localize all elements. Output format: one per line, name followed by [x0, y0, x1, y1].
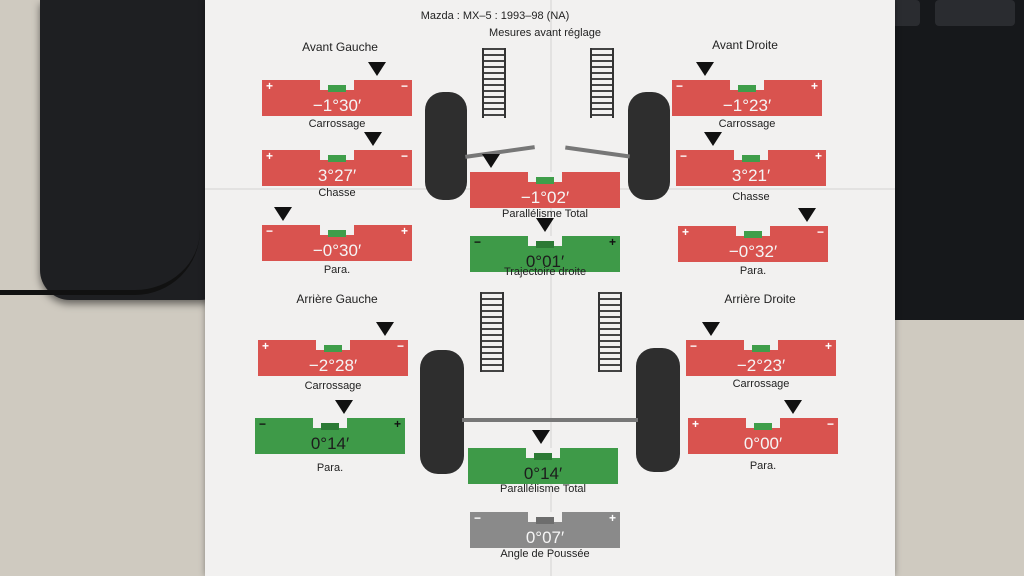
rear-left-toe-gauge: − + 0°14′ [255, 400, 405, 454]
front-left-caster-value: 3°27′ [262, 166, 412, 186]
front-left-toe-value: −0°30′ [262, 241, 412, 261]
coil-spring-icon [598, 292, 622, 372]
thrust-angle-label: Angle de Poussée [500, 548, 590, 560]
pointer-arrow-icon [798, 208, 816, 222]
front-right-camber-value: −1°23′ [672, 96, 822, 116]
rear-total-toe-gauge: 0°14′ [468, 430, 618, 484]
plus-sign: + [266, 79, 274, 93]
rear-right-toe-value: 0°00′ [688, 434, 838, 454]
pointer-arrow-icon [784, 400, 802, 414]
key [935, 0, 1015, 26]
minus-sign: − [474, 511, 482, 525]
cable [0, 230, 200, 295]
pointer-arrow-icon [368, 62, 386, 76]
front-left-toe-gauge: − + −0°30′ [262, 207, 412, 261]
rear-total-toe-value: 0°14′ [468, 464, 618, 484]
wheel-icon [628, 92, 670, 200]
rear-right-camber-label: Carrossage [732, 378, 790, 390]
thrust-angle-value: 0°07′ [470, 528, 620, 548]
pointer-arrow-icon [376, 322, 394, 336]
rear-left-camber-label: Carrossage [304, 380, 362, 392]
pointer-arrow-icon [696, 62, 714, 76]
thrust-angle-gauge: − + 0°07′ [470, 511, 620, 548]
front-right-caster-value: 3°21′ [676, 166, 826, 186]
front-right-caster-gauge: − + 3°21′ [676, 132, 826, 186]
front-right-camber-label: Carrossage [718, 118, 776, 130]
minus-sign: − [680, 149, 688, 163]
pointer-arrow-icon [536, 218, 554, 232]
thrust-line-label: Trajectoire droite [503, 266, 587, 278]
minus-sign: − [474, 235, 482, 249]
pointer-arrow-icon [532, 430, 550, 444]
pointer-arrow-icon [364, 132, 382, 146]
minus-sign: − [816, 225, 824, 239]
pointer-arrow-icon [274, 207, 292, 221]
report-subtitle: Mesures avant réglage [489, 27, 601, 39]
front-right-toe-label: Para. [739, 265, 767, 277]
plus-sign: + [262, 339, 270, 353]
pointer-arrow-icon [335, 400, 353, 414]
minus-sign: − [826, 417, 834, 431]
front-left-caster-label: Chasse [318, 187, 356, 199]
coil-spring-icon [480, 292, 504, 372]
rear-right-camber-gauge: − + −2°23′ [686, 322, 836, 376]
front-left-toe-label: Para. [323, 264, 351, 276]
wheel-icon [636, 348, 680, 472]
front-left-caster-gauge: + − 3°27′ [262, 132, 412, 186]
front-right-title: Avant Droite [712, 38, 778, 52]
front-total-toe-gauge: −1°02′ [470, 154, 620, 208]
front-total-toe-value: −1°02′ [470, 188, 620, 208]
pointer-arrow-icon [702, 322, 720, 336]
minus-sign: − [266, 224, 274, 238]
rear-axle-arm [462, 418, 638, 422]
rear-left-toe-label: Para. [316, 462, 344, 474]
wheel-icon [425, 92, 467, 200]
rear-right-toe-gauge: + − 0°00′ [688, 400, 838, 454]
vehicle-title: Mazda : MX–5 : 1993–98 (NA) [420, 10, 570, 22]
front-left-title: Avant Gauche [302, 40, 378, 54]
rear-right-camber-value: −2°23′ [686, 356, 836, 376]
minus-sign: − [400, 79, 408, 93]
plus-sign: + [266, 149, 274, 163]
plus-sign: + [682, 225, 690, 239]
wheel-icon [420, 350, 464, 474]
thrust-line-value: 0°01′ [470, 252, 620, 272]
front-left-camber-gauge: + − −1°30′ [262, 62, 412, 116]
thrust-line-gauge: − + 0°01′ [470, 218, 620, 272]
rear-total-toe-label: Parallélisme Total [499, 483, 586, 495]
pointer-arrow-icon [482, 154, 500, 168]
coil-spring-icon [590, 48, 614, 118]
plus-sign: + [810, 79, 818, 93]
front-right-caster-label: Chasse [732, 191, 770, 203]
front-left-camber-value: −1°30′ [262, 96, 412, 116]
plus-sign: + [814, 149, 822, 163]
paper-fold [550, 0, 552, 576]
minus-sign: − [396, 339, 404, 353]
rear-left-camber-value: −2°28′ [258, 356, 408, 376]
plus-sign: + [400, 224, 408, 238]
minus-sign: − [400, 149, 408, 163]
minus-sign: − [676, 79, 684, 93]
rear-left-toe-value: 0°14′ [255, 434, 405, 454]
coil-spring-icon [482, 48, 506, 118]
minus-sign: − [259, 417, 267, 431]
front-total-toe-label: Parallélisme Total [501, 208, 588, 220]
rear-right-title: Arrière Droite [724, 292, 796, 306]
front-right-toe-gauge: + − −0°32′ [678, 208, 828, 262]
rear-right-toe-label: Para. [749, 460, 777, 472]
front-left-camber-label: Carrossage [308, 118, 366, 130]
pointer-arrow-icon [704, 132, 722, 146]
rear-left-title: Arrière Gauche [296, 292, 378, 306]
front-right-camber-gauge: − + −1°23′ [672, 62, 822, 116]
plus-sign: + [608, 511, 616, 525]
minus-sign: − [690, 339, 698, 353]
plus-sign: + [692, 417, 700, 431]
plus-sign: + [393, 417, 401, 431]
plus-sign: + [608, 235, 616, 249]
plus-sign: + [824, 339, 832, 353]
front-right-toe-value: −0°32′ [678, 242, 828, 262]
rear-left-camber-gauge: + − −2°28′ [258, 322, 408, 376]
